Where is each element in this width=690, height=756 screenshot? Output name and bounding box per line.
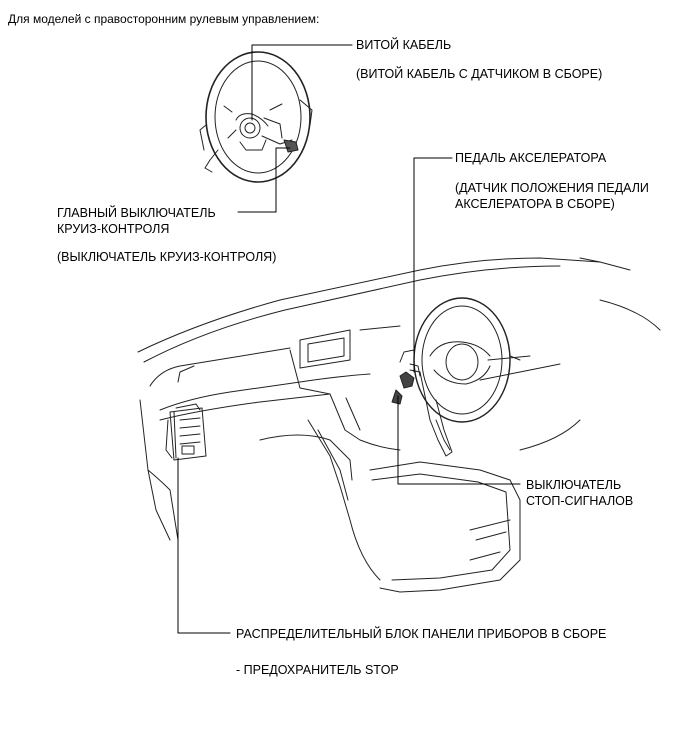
junction-block-drawing [165, 403, 207, 461]
accel-pedal-sublabel-2: АКСЕЛЕРАТОРА В СБОРЕ) [455, 197, 615, 211]
cruise-main-switch-label-2: КРУИЗ-КОНТРОЛЯ [57, 222, 170, 236]
accelerator-pedal-area [391, 363, 453, 457]
junction-block-label: РАСПРЕДЕЛИТЕЛЬНЫЙ БЛОК ПАНЕЛИ ПРИБОРОВ В… [236, 627, 607, 641]
stop-switch-label-1: ВЫКЛЮЧАТЕЛЬ [526, 478, 622, 492]
leader-stop-switch [397, 395, 521, 485]
leader-accel-pedal [413, 157, 453, 373]
cruise-main-switch-label-1: ГЛАВНЫЙ ВЫКЛЮЧАТЕЛЬ [57, 206, 216, 220]
leader-spiral-cable [251, 44, 353, 121]
stop-switch-label-2: СТОП-СИГНАЛОВ [526, 494, 634, 508]
spiral-cable-label: ВИТОЙ КАБЕЛЬ [356, 38, 452, 52]
leader-cruise-switch [237, 147, 291, 213]
cruise-main-switch-sublabel: (ВЫКЛЮЧАТЕЛЬ КРУИЗ-КОНТРОЛЯ) [57, 250, 277, 264]
accel-pedal-label: ПЕДАЛЬ АКСЕЛЕРАТОРА [455, 151, 607, 165]
diagram-heading: Для моделей с правосторонним рулевым упр… [8, 12, 320, 26]
accel-pedal-sublabel-1: (ДАТЧИК ПОЛОЖЕНИЯ ПЕДАЛИ [455, 181, 649, 195]
steering-wheel-closeup [199, 51, 313, 183]
spiral-cable-sublabel: (ВИТОЙ КАБЕЛЬ С ДАТЧИКОМ В СБОРЕ) [356, 67, 603, 81]
dashboard-steering-wheel [399, 297, 521, 423]
dashboard-outline [137, 257, 661, 593]
leader-lines [177, 44, 521, 634]
leader-junction-block [177, 457, 231, 634]
junction-block-sublabel: - ПРЕДОХРАНИТЕЛЬ STOP [236, 663, 399, 677]
